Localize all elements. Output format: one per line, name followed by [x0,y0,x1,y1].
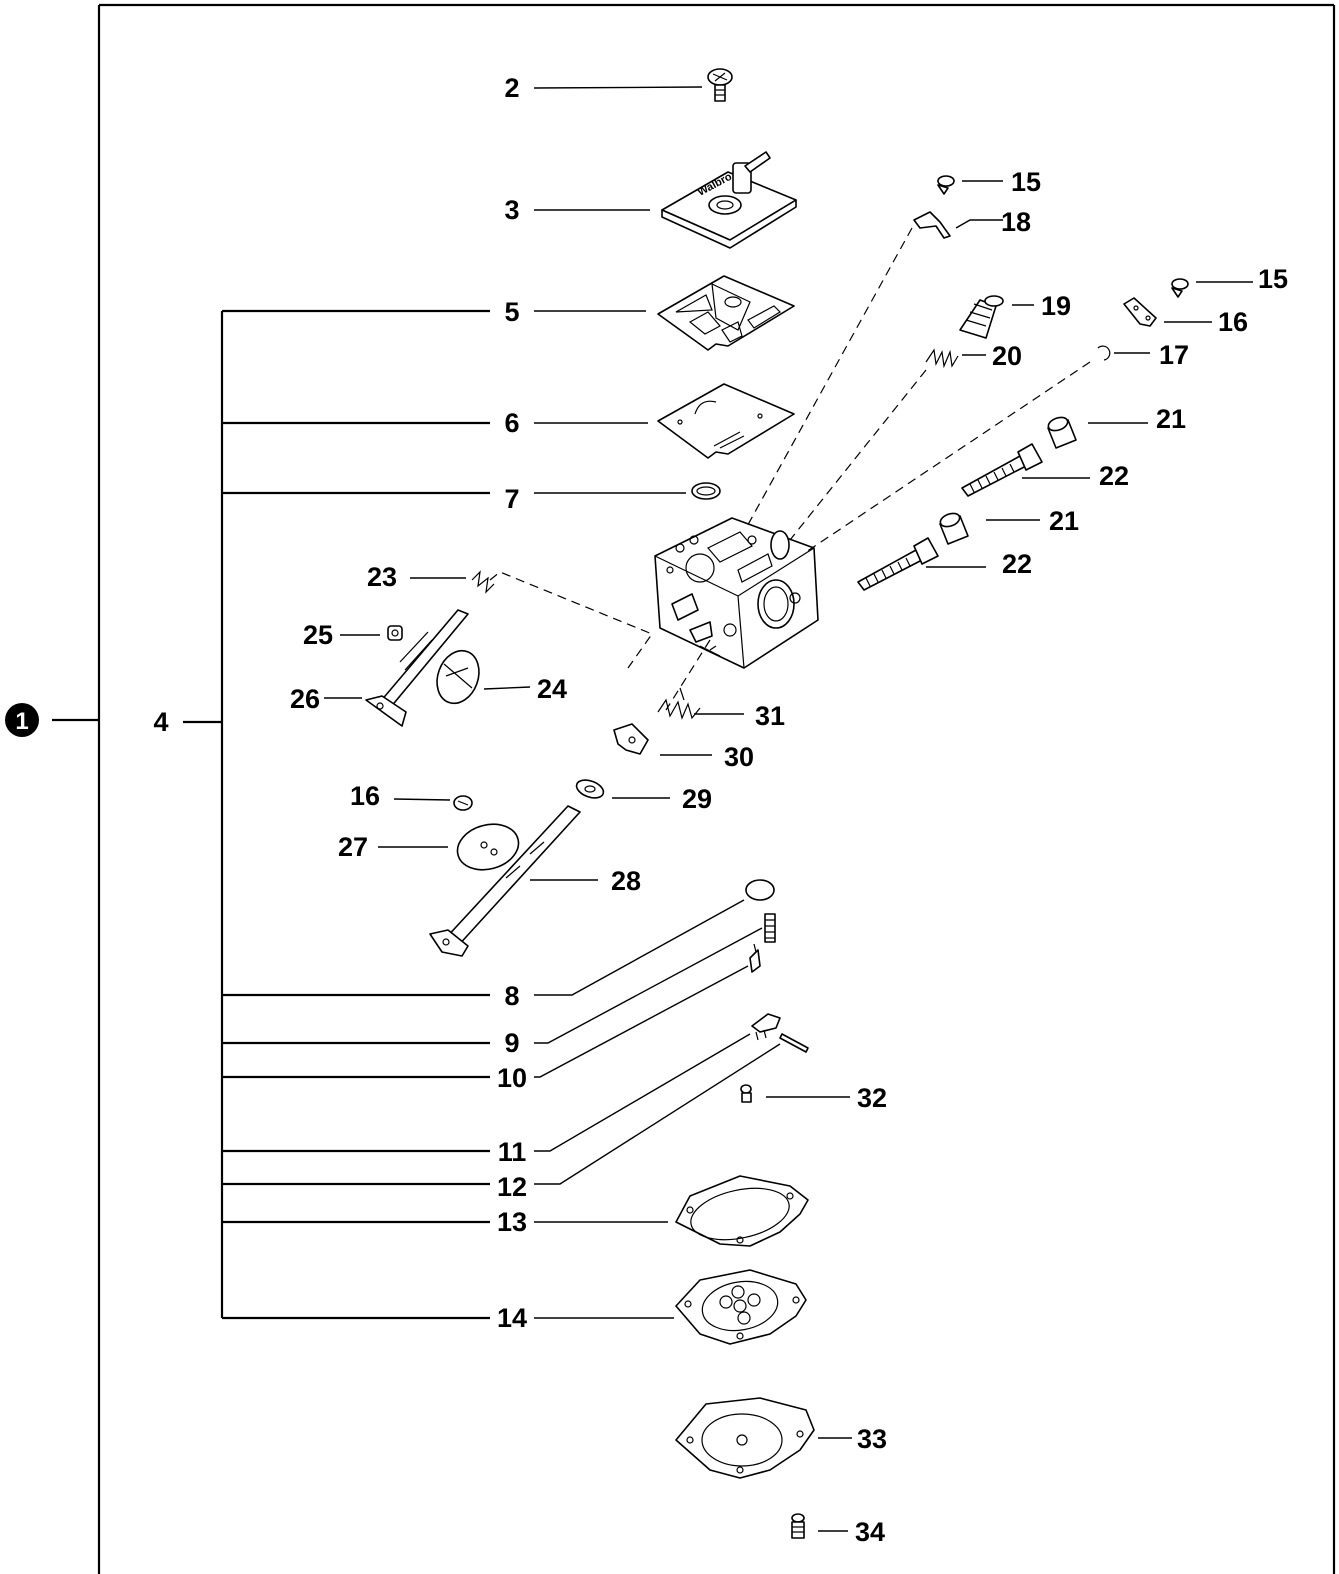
dashed-guide-lines [489,227,1091,711]
disc-icon [745,879,775,901]
label-16: 16 [1218,307,1248,337]
needle-icon [959,295,1004,339]
choke-plate-icon [436,649,480,705]
svg-text:1: 1 [15,708,28,735]
choke-shaft-icon [365,609,469,727]
adjusting-screw-icon [857,537,939,591]
throttle-shaft-icon [429,805,581,957]
label-29: 29 [682,784,712,814]
label-15: 15 [1011,167,1041,197]
screw-icon [740,1084,752,1103]
label-26: 26 [290,684,320,714]
throttle-plate-icon [456,823,520,871]
spring-icon [471,570,495,594]
metering-diaphragm-icon [675,1269,807,1345]
label-11: 11 [498,1137,527,1167]
label-20: 20 [992,341,1022,371]
metering-cover-icon [675,1397,815,1479]
label-27: 27 [338,832,368,862]
label-21: 21 [1049,506,1079,536]
screw-icon [453,795,473,811]
label-22: 22 [1099,461,1129,491]
label-21: 21 [1156,404,1186,434]
throttle-lever-icon [613,723,649,755]
group-4-bracket: 4 [153,309,490,1320]
screw-icon [707,68,733,102]
gasket-icon [657,275,795,351]
leader-lines [324,86,1253,1532]
screw-icon [937,175,955,195]
label-14: 14 [497,1303,527,1333]
screw-icon [791,1513,805,1539]
diagram-frame [97,3,1336,1574]
label-7: 7 [504,484,519,514]
svg-text:4: 4 [153,707,168,737]
spring-icon [925,348,959,369]
label-10: 10 [497,1063,527,1093]
label-8: 8 [504,981,519,1011]
label-28: 28 [611,866,641,896]
label-16: 16 [350,781,380,811]
label-19: 19 [1041,291,1071,321]
label-34: 34 [855,1517,885,1547]
nut-icon [387,625,403,641]
sleeve-icon [1047,416,1077,449]
sleeve-icon [939,512,969,545]
screw-icon [1171,278,1189,298]
pump-cover-icon: Walbro [661,151,797,249]
carburetor-body-icon [654,517,819,669]
spring-icon [657,687,701,720]
label-5: 5 [504,297,519,327]
pin-icon [779,1033,809,1053]
lever-icon [1123,297,1157,327]
main-callout: 1 [5,703,99,737]
label-23: 23 [367,562,397,592]
label-25: 25 [303,620,333,650]
label-18: 18 [1001,207,1031,237]
label-3: 3 [504,195,519,225]
label-2: 2 [504,73,519,103]
spring-icon [764,913,776,943]
label-24: 24 [537,674,567,704]
label-15: 15 [1258,264,1288,294]
label-13: 13 [497,1207,527,1237]
part-labels: 2 3 5 6 7 8 9 10 11 12 13 14 15 18 15 19… [290,73,1288,1547]
label-12: 12 [497,1172,527,1202]
e-clip-icon [1097,345,1111,361]
label-30: 30 [724,742,754,772]
adjusting-screw-icon [961,443,1043,497]
filter-screen-icon [691,482,721,500]
metering-gasket-icon [675,1175,809,1247]
washer-icon [575,779,605,799]
pump-diaphragm-icon [657,383,795,459]
label-33: 33 [857,1424,887,1454]
label-22: 22 [1002,549,1032,579]
label-31: 31 [755,701,785,731]
label-32: 32 [857,1083,887,1113]
label-6: 6 [504,408,519,438]
needle-valve-icon [749,943,761,973]
label-9: 9 [504,1028,519,1058]
metering-lever-icon [751,1013,781,1041]
label-17: 17 [1159,340,1189,370]
lever-clip-icon [913,211,951,239]
